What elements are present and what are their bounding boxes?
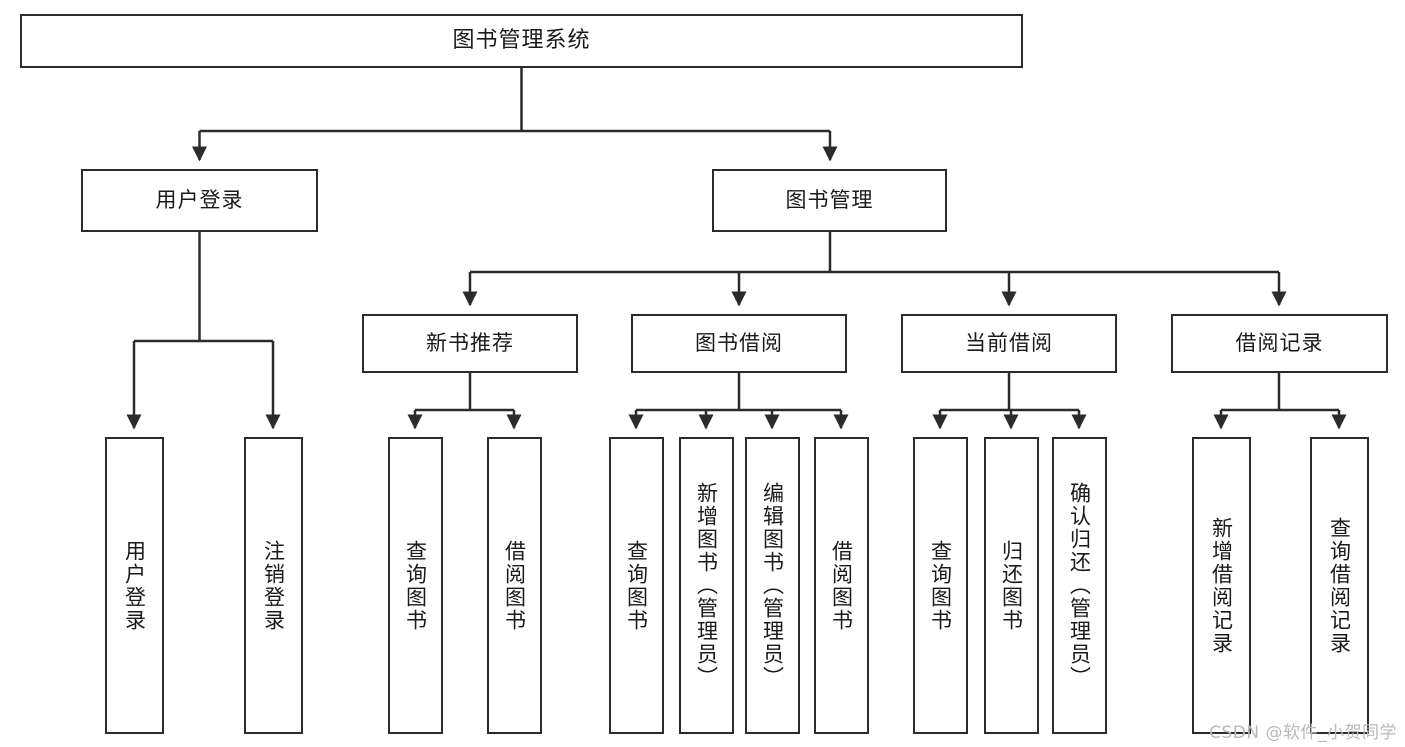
node-leaf-user-login[interactable]: 用户登录 (105, 437, 164, 734)
node-leaf-borrow-book-2[interactable]: 借阅图书 (814, 437, 869, 734)
node-leaf-query-book-2[interactable]: 查询图书 (609, 437, 664, 734)
node-leaf-add-book[interactable]: 新增图书（管理员） (679, 437, 734, 734)
node-book-management-label: 图书管理 (785, 188, 874, 213)
node-leaf-query-book-1[interactable]: 查询图书 (388, 437, 443, 734)
node-new-book-recommend-label: 新书推荐 (426, 331, 514, 356)
node-root[interactable]: 图书管理系统 (20, 14, 1023, 68)
node-leaf-edit-book[interactable]: 编辑图书（管理员） (745, 437, 800, 734)
node-leaf-query-record[interactable]: 查询借阅记录 (1310, 437, 1369, 734)
node-leaf-edit-book-label: 编辑图书（管理员） (760, 482, 785, 689)
node-leaf-confirm-return[interactable]: 确认归还（管理员） (1052, 437, 1107, 734)
node-root-label: 图书管理系统 (452, 28, 591, 54)
node-leaf-query-book-2-label: 查询图书 (624, 539, 649, 632)
node-leaf-query-book-3[interactable]: 查询图书 (913, 437, 968, 734)
csdn-watermark: CSDN @软件_小贺同学 (1209, 723, 1397, 743)
node-user-login-label: 用户登录 (155, 188, 244, 213)
node-leaf-borrow-book-2-label: 借阅图书 (829, 539, 854, 632)
node-leaf-borrow-book-1-label: 借阅图书 (502, 539, 527, 632)
node-borrow-record-label: 借阅记录 (1235, 331, 1324, 356)
node-leaf-user-logout-label: 注销登录 (261, 539, 286, 632)
node-leaf-user-login-label: 用户登录 (122, 539, 147, 632)
node-leaf-confirm-return-label: 确认归还（管理员） (1067, 482, 1092, 689)
node-leaf-query-book-1-label: 查询图书 (403, 539, 428, 632)
node-leaf-return-book[interactable]: 归还图书 (984, 437, 1039, 734)
node-book-borrow[interactable]: 图书借阅 (631, 314, 847, 373)
node-user-login[interactable]: 用户登录 (81, 169, 318, 232)
node-leaf-user-logout[interactable]: 注销登录 (244, 437, 303, 734)
node-borrow-record[interactable]: 借阅记录 (1171, 314, 1388, 373)
node-leaf-add-record-label: 新增借阅记录 (1209, 516, 1234, 655)
node-current-borrow-label: 当前借阅 (965, 331, 1053, 356)
node-leaf-query-book-3-label: 查询图书 (928, 539, 953, 632)
node-book-management[interactable]: 图书管理 (712, 169, 947, 232)
node-leaf-add-record[interactable]: 新增借阅记录 (1192, 437, 1251, 734)
node-leaf-query-record-label: 查询借阅记录 (1327, 516, 1352, 655)
node-current-borrow[interactable]: 当前借阅 (901, 314, 1117, 373)
node-leaf-add-book-label: 新增图书（管理员） (694, 482, 719, 689)
node-leaf-return-book-label: 归还图书 (999, 539, 1024, 632)
node-new-book-recommend[interactable]: 新书推荐 (362, 314, 578, 373)
node-book-borrow-label: 图书借阅 (695, 331, 783, 356)
node-leaf-borrow-book-1[interactable]: 借阅图书 (487, 437, 542, 734)
